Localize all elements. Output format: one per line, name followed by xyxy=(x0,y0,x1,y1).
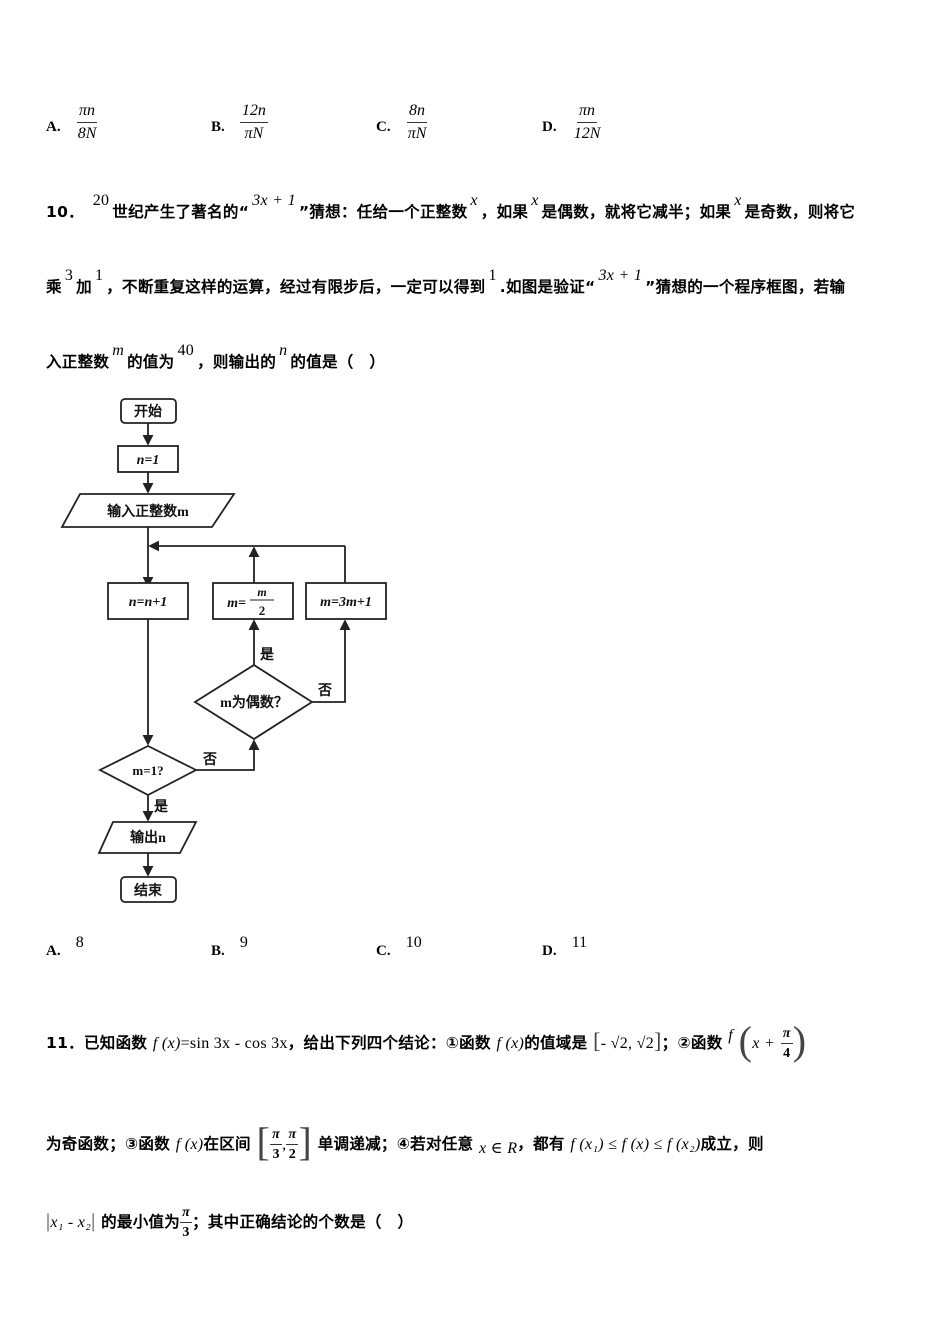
triple-label: m=3m+1 xyxy=(320,595,372,610)
q9-option-a: A. πn 8N xyxy=(46,102,98,143)
is-even-label: m为偶数？ xyxy=(220,694,288,711)
output-parallelogram xyxy=(97,821,198,854)
q9-option-b: B. 12n πN xyxy=(211,102,268,143)
no-label-one: 否 xyxy=(202,752,217,768)
input-parallelogram xyxy=(60,493,236,528)
question-number: 10． xyxy=(46,203,84,221)
init-box xyxy=(117,445,179,473)
triple-box xyxy=(305,582,387,620)
halve-num-label: m xyxy=(257,585,266,599)
q10-line-1: 10． 20世纪产生了著名的“3x + 1”猜想：任给一个正整数x，如果x是偶数… xyxy=(46,192,856,221)
option-label: A. xyxy=(46,119,61,135)
q9-option-d: D. πn 12N xyxy=(542,102,602,143)
no-label-even: 否 xyxy=(317,683,332,699)
output-label: 输出n xyxy=(130,829,166,846)
option-fraction: 12n πN xyxy=(239,102,268,142)
flowchart: 开始 n=1 输入正整数m n=n+1 m= m 2 m=3m+1 m为偶数？ … xyxy=(60,398,387,903)
option-label: B. xyxy=(211,119,225,135)
q10-option-a: A. 8 xyxy=(46,934,84,959)
halve-lhs-label: m= xyxy=(227,596,246,611)
q11-line-1: 11．已知函数 f (x)=sin 3x - cos 3x，给出下列四个结论：①… xyxy=(46,1018,807,1063)
halve-box xyxy=(212,582,294,620)
question-number: 11． xyxy=(46,1034,84,1052)
option-label: C. xyxy=(376,119,391,135)
start-label: 开始 xyxy=(134,403,162,420)
option-fraction: πn 12N xyxy=(573,102,601,142)
yes-label-one: 是 xyxy=(154,799,169,815)
q10-line-2: 乘3加1，不断重复这样的运算，经过有限步后，一定可以得到1.如图是验证“3x +… xyxy=(46,267,846,296)
init-label: n=1 xyxy=(137,453,160,468)
q9-option-c: C. 8n πN xyxy=(376,102,428,143)
is-one-label: m=1? xyxy=(132,763,163,778)
option-label: D. xyxy=(542,119,557,135)
q10-line-3: 入正整数m的值为40，则输出的n的值是（ ） xyxy=(46,342,386,371)
input-label: 输入正整数m xyxy=(107,503,189,520)
q10-option-b: B. 9 xyxy=(211,934,248,959)
yes-label-even: 是 xyxy=(260,647,275,663)
end-terminal xyxy=(120,876,177,903)
option-fraction: πn 8N xyxy=(77,102,98,142)
halve-den-label: 2 xyxy=(259,603,266,618)
option-fraction: 8n πN xyxy=(407,102,428,142)
q10-option-d: D. 11 xyxy=(542,934,588,959)
q10-option-c: C. 10 xyxy=(376,934,422,959)
is-even-diamond xyxy=(193,663,314,741)
end-label: 结束 xyxy=(134,882,163,899)
increment-label: n=n+1 xyxy=(129,595,168,610)
